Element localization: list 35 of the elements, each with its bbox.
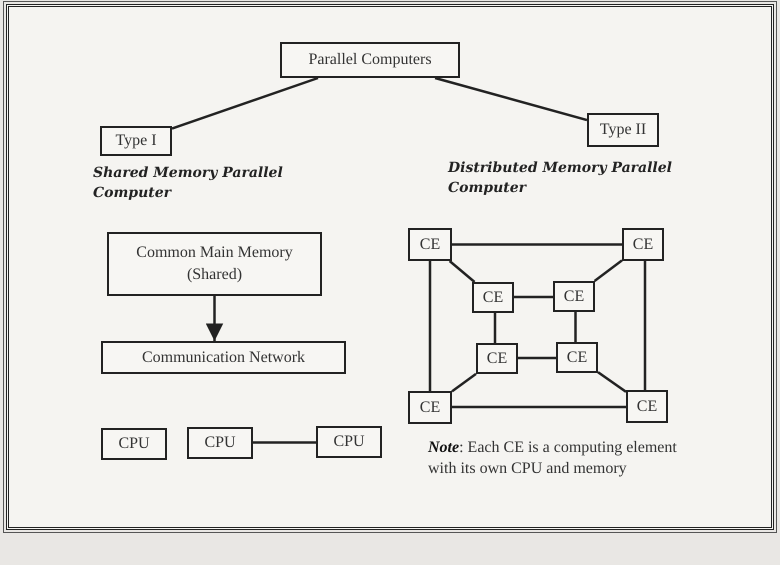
process-box: CE xyxy=(472,282,514,313)
connector-line xyxy=(451,372,477,392)
process-box: CE xyxy=(476,343,518,374)
node-caption: Distributed Memory Parallel Computer xyxy=(448,159,673,198)
process-box: Type II xyxy=(587,113,659,147)
connector-line xyxy=(434,76,588,122)
connector-line xyxy=(428,261,432,391)
process-box: Type I xyxy=(100,126,172,156)
process-box: CE xyxy=(626,390,668,423)
connector-line xyxy=(574,312,577,342)
connector-line xyxy=(253,441,316,444)
process-box: Parallel Computers xyxy=(280,42,460,78)
process-box: CE xyxy=(556,342,598,373)
process-box: CPU xyxy=(316,426,382,458)
connector-line xyxy=(644,261,646,390)
arrow xyxy=(206,296,224,341)
connector-line xyxy=(514,296,553,298)
process-box: CE xyxy=(408,391,452,424)
connector-line xyxy=(518,356,556,360)
process-box: CPU xyxy=(101,428,167,460)
connector-line xyxy=(494,313,496,343)
process-box: Communication Network xyxy=(101,341,346,374)
process-box: CPU xyxy=(187,427,253,459)
connector-line xyxy=(452,243,622,246)
note-text: Note: Each CE is a computing element with its own CPU and memory xyxy=(428,438,678,479)
connector-line xyxy=(448,260,476,283)
process-box: Common Main Memory (Shared) xyxy=(107,232,322,296)
connector-line xyxy=(172,76,318,130)
node-caption: Shared Memory Parallel Computer xyxy=(93,164,284,204)
connector-line xyxy=(452,406,626,408)
process-box: CE xyxy=(622,228,664,261)
process-box: CE xyxy=(408,228,452,261)
connector-line xyxy=(594,259,623,282)
connector-line xyxy=(597,371,627,393)
process-box: CE xyxy=(553,281,595,312)
